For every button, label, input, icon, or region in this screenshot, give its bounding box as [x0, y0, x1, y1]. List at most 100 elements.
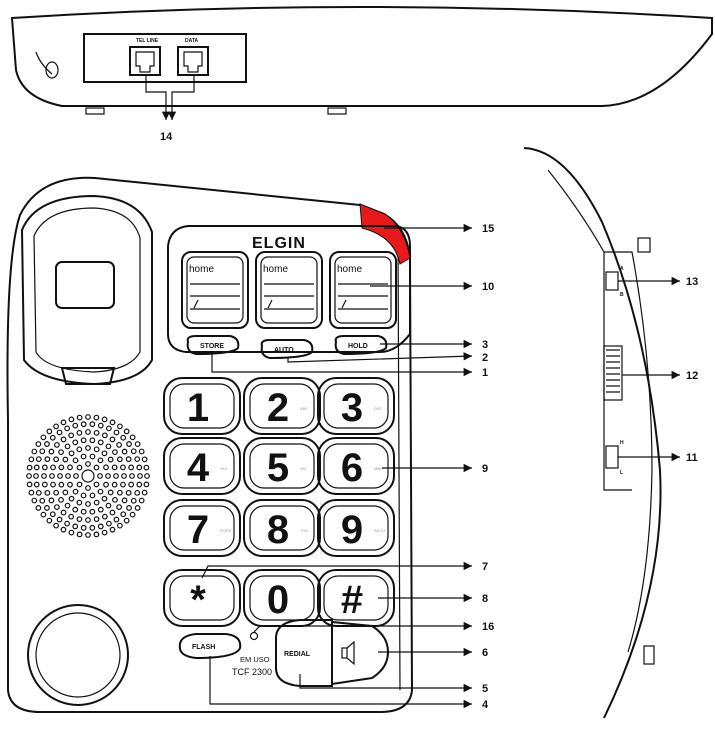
speaker-hole [41, 481, 48, 488]
speaker-hole [60, 526, 67, 533]
speaker-hole [48, 497, 55, 504]
speaker-hole [44, 489, 51, 496]
speaker-hole [134, 489, 141, 496]
speaker-hole [80, 453, 87, 460]
key-digit: 2 [267, 386, 289, 430]
speaker-hole [143, 481, 150, 488]
speaker-hole [68, 529, 75, 536]
speaker-hole [80, 492, 87, 499]
red-corner-accent [359, 203, 411, 265]
speaker-hole [49, 473, 55, 479]
speaker-hole [112, 496, 118, 503]
callout-9: 9 [482, 463, 488, 475]
key-letters: GHI [220, 466, 227, 471]
speaker-hole [80, 524, 87, 531]
speaker-hole [56, 429, 63, 436]
speaker-hole [136, 481, 143, 488]
speaker-hole [97, 488, 104, 495]
speaker-hole [85, 532, 91, 538]
callout-numbers: 15 10 3 2 1 9 7 8 16 6 5 4 13 12 11 [482, 223, 698, 711]
speaker-hole [89, 524, 96, 531]
speaker-hole [53, 504, 60, 511]
side-view: A B H L [523, 147, 662, 719]
speaker-hole [35, 504, 42, 511]
speaker-hole [58, 481, 65, 488]
redial-button[interactable]: REDIAL [275, 619, 333, 687]
speaker-hole [85, 461, 91, 467]
speaker-hole [107, 489, 114, 496]
svg-text:FLASH: FLASH [192, 644, 215, 651]
callout-14: 14 [160, 131, 173, 143]
speaker-hole [120, 464, 126, 471]
speaker-hole [136, 464, 143, 471]
speaker-hole [85, 445, 91, 451]
speaker-hole [89, 421, 96, 428]
speaker-hole [129, 511, 136, 518]
memory-key-3[interactable]: home [329, 251, 397, 329]
memory-key-1[interactable]: home [181, 251, 249, 329]
speaker-hole [76, 414, 83, 421]
speaker-hole [116, 441, 123, 448]
store-button[interactable]: STORE [186, 335, 240, 356]
key-1[interactable]: 1 [163, 377, 241, 435]
speaker-hole [46, 517, 53, 524]
speaker-hole [28, 456, 35, 463]
speaker-hole [26, 464, 33, 471]
memory-key-2[interactable]: home [255, 251, 323, 329]
speaker-hole [76, 499, 83, 506]
data-jack: DATA [177, 38, 209, 76]
side-foot-bottom [643, 645, 655, 665]
speaker-grille [26, 414, 150, 538]
svg-text:H: H [620, 440, 624, 446]
key-0[interactable]: 0 [243, 569, 321, 627]
callout-4: 4 [482, 699, 489, 711]
speaker-hole [97, 457, 104, 464]
speaker-hole [109, 436, 116, 443]
speaker-hole [41, 464, 48, 471]
auto-button[interactable]: AUTO [260, 339, 314, 360]
callout-5: 5 [482, 683, 488, 695]
speaker-hole [44, 456, 51, 463]
key-star[interactable]: * [163, 569, 241, 627]
speaker-hole [105, 473, 111, 479]
speaker-hole [126, 505, 132, 511]
memory-panel: ELGIN [167, 225, 411, 353]
callout-7: 7 [482, 561, 488, 573]
speaker-hole [97, 523, 104, 530]
speaker-hole [138, 448, 145, 455]
speaker-hole [80, 508, 87, 515]
speaker-hole [113, 429, 120, 436]
volume-wheel-12[interactable] [603, 345, 623, 401]
speaker-hole [33, 464, 40, 471]
key-digit: # [341, 578, 363, 622]
speaker-hole [126, 441, 132, 447]
speaker-hole [101, 529, 108, 536]
speaker-hole [58, 496, 64, 503]
side-foot-top [637, 237, 651, 253]
speaker-hole [128, 481, 135, 488]
side-switch-13[interactable]: A B [605, 266, 624, 298]
speaker-hole [101, 432, 108, 439]
speaker-hole [101, 495, 108, 502]
speakerphone-button[interactable] [331, 620, 390, 686]
speaker-hole [35, 489, 42, 496]
speaker-hole [105, 502, 112, 509]
speaker-hole [64, 502, 71, 509]
speaker-hole [109, 526, 116, 533]
speaker-hole [105, 520, 112, 527]
side-switch-11[interactable]: H L [605, 440, 624, 476]
callout-2: 2 [482, 352, 488, 364]
flash-button[interactable]: FLASH [178, 633, 242, 660]
callout-15: 15 [482, 223, 494, 235]
hold-button[interactable]: HOLD [334, 335, 388, 356]
speaker-hole [109, 509, 116, 516]
speaker-hole [46, 428, 53, 435]
